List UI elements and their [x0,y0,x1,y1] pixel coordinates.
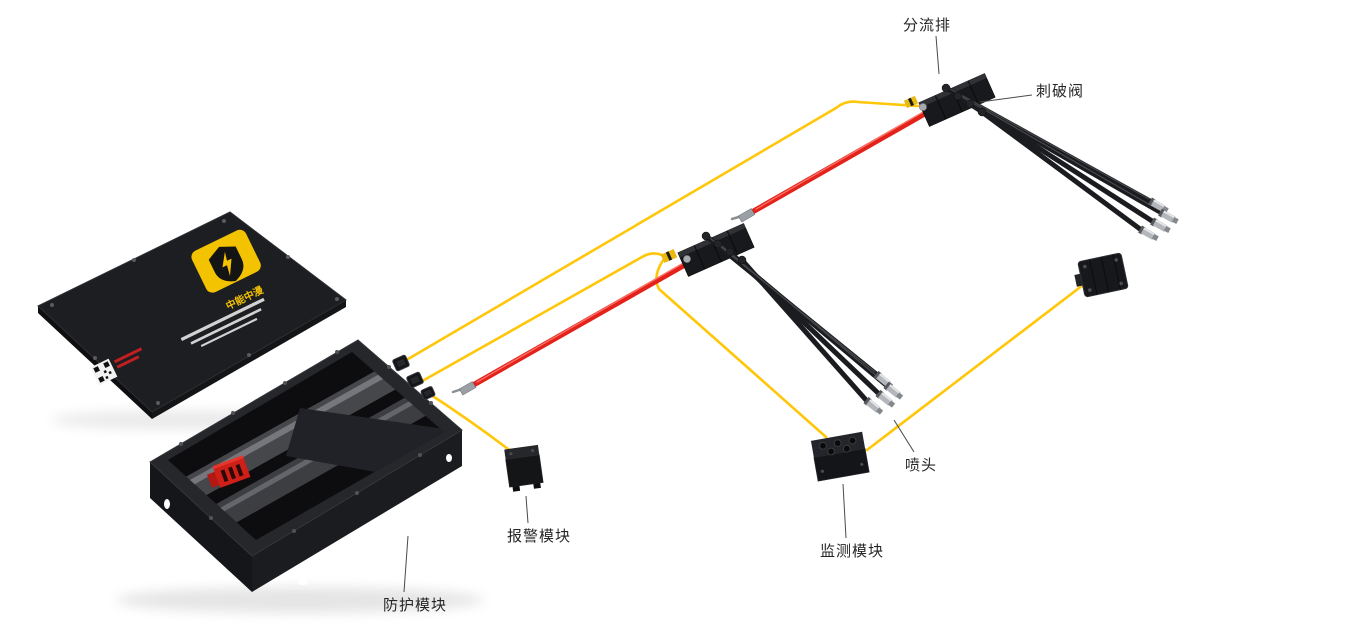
leader-alarm [525,495,529,524]
leader-monitoring [842,483,847,539]
leader-lines [403,35,1033,593]
bolt-icon [222,251,232,276]
lid-edge-left [38,306,152,419]
label-monitoring-module: 监测模块 [820,543,885,560]
tube-sheen [944,85,1150,200]
inlet-nut-top [919,103,927,111]
box-face-right [252,430,462,592]
tubes-top [943,85,1163,232]
inlet-connector-center [660,249,678,263]
red-tube-upper-sheen [755,110,926,210]
signal-wires [401,100,1085,454]
tube-ports-center [701,231,747,265]
monitoring-module [810,431,870,482]
red-tube-lower-sheen [476,260,688,383]
lid-plate: 中能中漫 [37,211,347,419]
box-interior [168,359,444,540]
red-tube-upper [751,110,929,214]
inlet-connector-top [903,95,919,109]
wire-box-to-alarm [426,391,514,454]
box-body [149,339,463,592]
box-face-left [150,462,252,592]
leader-nozzle [893,419,915,453]
box-shadow [115,587,485,613]
tube-sheen [716,241,886,384]
tube-fitting-upper [737,208,756,223]
nozzles-center [863,370,905,416]
protection-module: 中能中漫 [37,211,463,592]
manifold-center-assembly [660,223,905,416]
red-tube-lower [472,260,691,387]
red-text-line [113,347,143,364]
tubes-center [703,233,889,403]
tube-ports-top [941,83,987,117]
wire-box-to-center-manifold [415,252,664,386]
tube-sheen [956,93,1160,211]
qr-code [90,347,143,386]
label-alarm-module: 报警模块 [507,528,572,545]
label-text-lines [180,297,265,348]
red-terminal [207,455,251,488]
tube [979,109,1143,232]
inlet-nut-center [683,255,691,263]
red-tubes [451,110,929,396]
leader-protection [403,535,409,593]
tube-fitting-lower [458,381,477,396]
alarm-module [504,444,544,492]
label-manifold: 分流排 [903,17,952,34]
leader-manifold [935,35,940,75]
wire-manifold-to-monitor [655,257,828,439]
brand-badge [191,229,261,293]
mounting-slots [164,454,452,585]
manifold-top-assembly [903,73,1180,298]
label-piercing-valve: 刺破阀 [1036,83,1085,100]
red-text-line [116,355,140,369]
leader-piercing-valve [979,94,1033,103]
lid-edge-right [152,300,346,419]
label-nozzle: 喷头 [905,457,938,474]
wire-box-to-top-manifold [401,100,920,364]
cable-glands [392,354,436,400]
terminal-connector-block [1074,252,1129,298]
label-protection-module: 防护模块 [383,597,448,614]
tube [739,257,869,403]
lid-screws [50,219,339,405]
wire-monitor-to-connector [865,283,1085,452]
rim-screws [179,350,433,533]
